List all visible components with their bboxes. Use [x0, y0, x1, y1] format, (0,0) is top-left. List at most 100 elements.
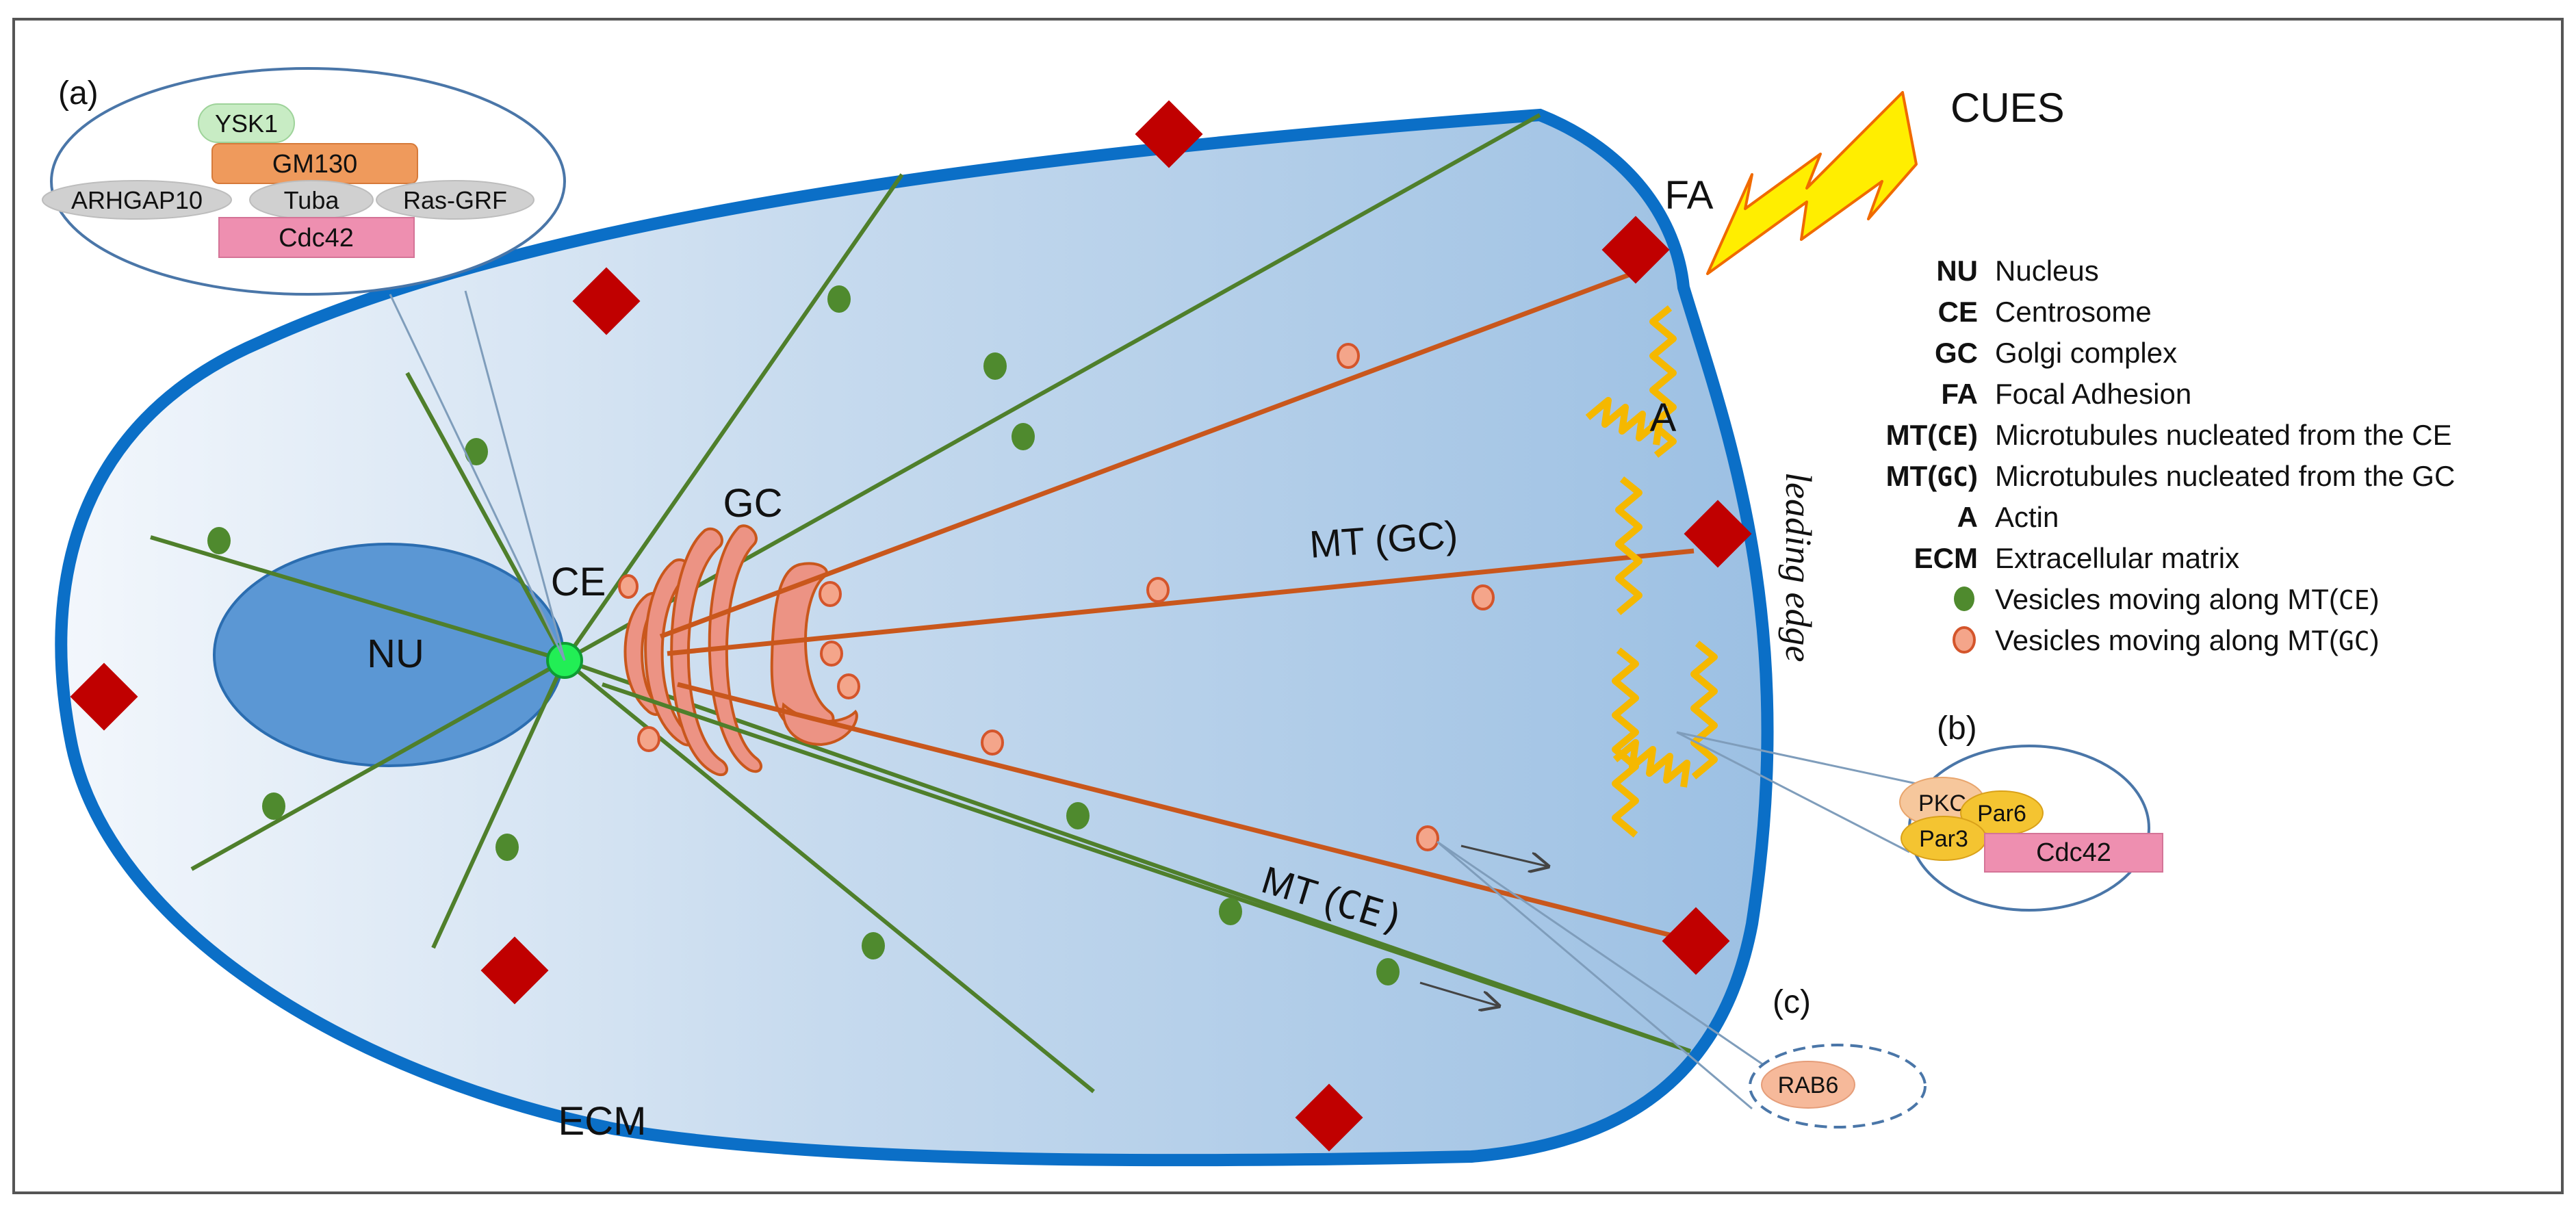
vesicle-orange — [820, 641, 843, 667]
vesicles-ce — [207, 285, 1400, 985]
legend-item-vesicle-ce: Vesicles moving along MT(CE) — [1954, 583, 2380, 615]
vesicle-green — [827, 285, 851, 313]
panel-label-b: (b) — [1937, 710, 1977, 747]
legend-abbr: GC — [1935, 337, 1978, 369]
mt-ce-line — [405, 372, 567, 662]
vesicle-green — [1012, 423, 1035, 450]
actin-filament — [1690, 641, 1718, 779]
actin-filament — [1612, 647, 1639, 838]
vesicle-orange — [981, 730, 1004, 756]
inset-c-connector — [1437, 840, 1753, 1110]
golgi-label: GC — [723, 481, 783, 526]
inset-b-connector — [1676, 731, 1917, 785]
mt-ce-line — [190, 658, 566, 871]
legend-desc: Nucleus — [1995, 255, 2099, 287]
legend-desc: Centrosome — [1995, 296, 2152, 328]
vesicle-green — [1376, 958, 1400, 985]
actin-filament — [1612, 739, 1690, 788]
vesicle-orange — [819, 581, 842, 607]
mt-gc-line — [667, 548, 1695, 656]
actin-label: A — [1650, 396, 1677, 440]
rab6-protein — [1761, 1061, 1855, 1109]
vesicle-green — [862, 932, 885, 959]
golgi-cisterna — [708, 524, 762, 773]
panel-label-c: (c) — [1773, 984, 1811, 1020]
legend-abbr: NU — [1936, 255, 1978, 287]
legend-desc: Extracellular matrix — [1995, 542, 2239, 574]
legend-abbr: MT(GC) — [1886, 460, 1978, 492]
microtubules-gc — [659, 268, 1695, 944]
actin-filament — [1649, 305, 1677, 458]
vesicle-orange — [1416, 825, 1439, 851]
vesicle-green — [1066, 802, 1090, 829]
vesicle-orange — [1146, 577, 1170, 603]
cues-lightning-icon — [1706, 91, 1918, 275]
actin-filaments — [1585, 305, 1718, 838]
ysk1-protein — [198, 103, 295, 143]
rasgrf-protein — [376, 180, 534, 220]
focal-adhesion — [572, 267, 641, 335]
arhgap10-protein — [42, 180, 232, 220]
vesicle-green — [1219, 898, 1242, 925]
legend-abbr: FA — [1941, 378, 1978, 410]
legend-item-vesicle-gc: Vesicles moving along MT(GC) — [1953, 624, 2380, 656]
legend-item-mt-ce: MT(CE) Microtubules nucleated from the C… — [1886, 419, 2452, 451]
centrosome-label: CE — [551, 560, 606, 604]
legend-desc: Actin — [1995, 501, 2059, 533]
cdc42-protein-a — [218, 217, 415, 258]
legend-abbr: CE — [1938, 296, 1978, 328]
motion-arrow — [1460, 844, 1548, 866]
legend-item-nu: NU Nucleus — [1936, 255, 2098, 287]
panel-label-a: (a) — [58, 75, 99, 112]
legend: NU Nucleus CE Centrosome GC Golgi comple… — [1886, 255, 2456, 656]
legend-desc: Microtubules nucleated from the GC — [1995, 460, 2455, 492]
legend-item-fa: FA Focal Adhesion — [1941, 378, 2191, 410]
vesicle-orange — [618, 574, 639, 599]
vesicle-green — [983, 352, 1007, 380]
inset-c-connector — [1437, 840, 1773, 1072]
ysk1-label: YSK1 — [215, 109, 278, 138]
arhgap10-label: ARHGAP10 — [71, 186, 203, 214]
actin-filament — [1585, 397, 1663, 446]
legend-abbr: ECM — [1914, 542, 1978, 574]
legend-desc: Vesicles moving along MT(CE) — [1995, 583, 2380, 615]
vesicle-green — [262, 792, 285, 820]
vesicle-orange — [1471, 584, 1495, 610]
legend-abbr: MT(CE) — [1886, 419, 1978, 451]
mt-ce-line — [431, 659, 567, 949]
legend-desc: Vesicles moving along MT(GC) — [1995, 624, 2380, 656]
cdc42-label-a: Cdc42 — [279, 224, 354, 253]
vesicle-orange — [837, 673, 860, 699]
par6-label: Par6 — [1977, 801, 2026, 827]
inset-a-connector — [464, 290, 566, 661]
ecm-label: ECM — [558, 1099, 647, 1144]
inset-b-connector — [1676, 731, 1910, 853]
legend-item-mt-gc: MT(GC) Microtubules nucleated from the G… — [1886, 460, 2456, 492]
tuba-label: Tuba — [284, 186, 340, 214]
legend-item-ecm: ECM Extracellular matrix — [1914, 542, 2239, 574]
legend-item-gc: GC Golgi complex — [1935, 337, 2177, 369]
legend-desc: Microtubules nucleated from the CE — [1995, 419, 2452, 451]
legend-green-vesicle-icon — [1954, 586, 1974, 611]
pkc-label: PKC — [1918, 790, 1966, 816]
rab6-label: RAB6 — [1778, 1072, 1839, 1098]
vesicle-orange — [637, 726, 660, 752]
legend-orange-vesicle-icon — [1953, 626, 1976, 654]
cues-label: CUES — [1950, 85, 2065, 131]
par3-label: Par3 — [1919, 826, 1968, 852]
legend-abbr: A — [1957, 501, 1978, 533]
vesicle-green — [207, 527, 231, 554]
gm130-label: GM130 — [272, 150, 358, 179]
motion-arrow — [1419, 981, 1499, 1006]
nucleus-label: NU — [367, 632, 424, 676]
mt-gc-label: MT (GC) — [1308, 513, 1459, 566]
cdc42-protein-b — [1984, 833, 2163, 873]
leading-edge-label: leading edge — [1778, 472, 1819, 662]
legend-item-ce: CE Centrosome — [1938, 296, 2152, 328]
vesicle-orange — [1337, 343, 1360, 369]
vesicle-green — [495, 834, 519, 861]
legend-item-a: A Actin — [1957, 501, 2059, 533]
mt-ce-line — [602, 682, 1691, 1053]
actin-filament — [1615, 476, 1643, 615]
